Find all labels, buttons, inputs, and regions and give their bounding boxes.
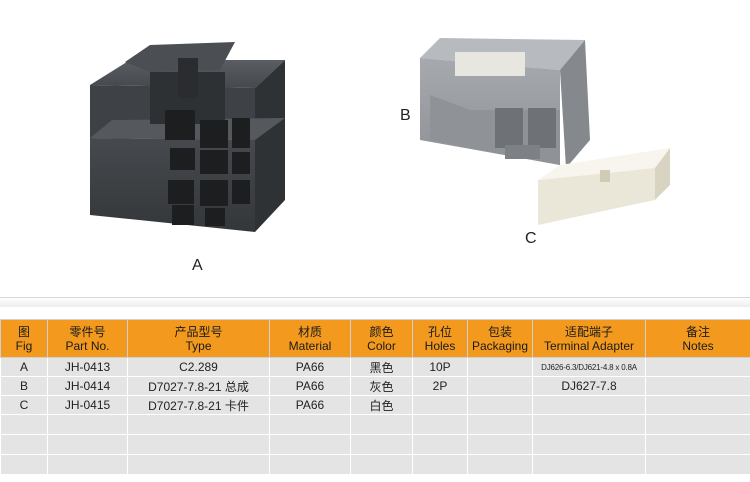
separator-band — [0, 297, 750, 307]
cell-terminal-adapter: DJ627-7.8 — [532, 376, 646, 396]
cell-material: PA66 — [269, 376, 351, 396]
cell-material: PA66 — [269, 395, 351, 415]
cell-packaging — [467, 395, 533, 415]
table-row: A JH-0413 C2.289 PA66 黑色 10P DJ626-6.3/D… — [0, 357, 750, 377]
figure-label-c: C — [525, 230, 537, 247]
cell-material: PA66 — [269, 357, 351, 377]
cell-notes — [645, 376, 750, 396]
cell-color: 黑色 — [350, 357, 413, 377]
figure-label-b: B — [400, 107, 411, 124]
table-row: B JH-0414 D7027-7.8-21 总成 PA66 灰色 2P DJ6… — [0, 376, 750, 396]
table-row-empty — [0, 414, 750, 435]
cell-part-no: JH-0414 — [47, 376, 128, 396]
cell-type: C2.289 — [127, 357, 270, 377]
cell-fig: C — [0, 395, 48, 415]
cell-notes — [645, 395, 750, 415]
clip-c-image — [538, 148, 670, 225]
cell-type: D7027-7.8-21 总成 — [127, 376, 270, 396]
cell-packaging — [467, 376, 533, 396]
product-photo-area: A B C — [90, 38, 670, 274]
cell-notes — [645, 357, 750, 377]
cell-holes: 10P — [412, 357, 468, 377]
connector-b-image — [420, 38, 590, 168]
table-row-empty — [0, 454, 750, 475]
figure-label-a: A — [192, 257, 203, 274]
cell-packaging — [467, 357, 533, 377]
cell-terminal-adapter: DJ626-6.3/DJ621-4.8 x 0.8A — [532, 357, 646, 377]
cell-type: D7027-7.8-21 卡件 — [127, 395, 270, 415]
table-row: C JH-0415 D7027-7.8-21 卡件 PA66 白色 — [0, 395, 750, 415]
cell-fig: B — [0, 376, 48, 396]
connector-a-image — [90, 42, 285, 232]
cell-holes: 2P — [412, 376, 468, 396]
cell-color: 白色 — [350, 395, 413, 415]
cell-holes — [412, 395, 468, 415]
connector-illustration — [90, 38, 670, 232]
cell-color: 灰色 — [350, 376, 413, 396]
cell-part-no: JH-0415 — [47, 395, 128, 415]
table-row-empty — [0, 434, 750, 455]
cell-fig: A — [0, 357, 48, 377]
cell-terminal-adapter — [532, 395, 646, 415]
cell-part-no: JH-0413 — [47, 357, 128, 377]
